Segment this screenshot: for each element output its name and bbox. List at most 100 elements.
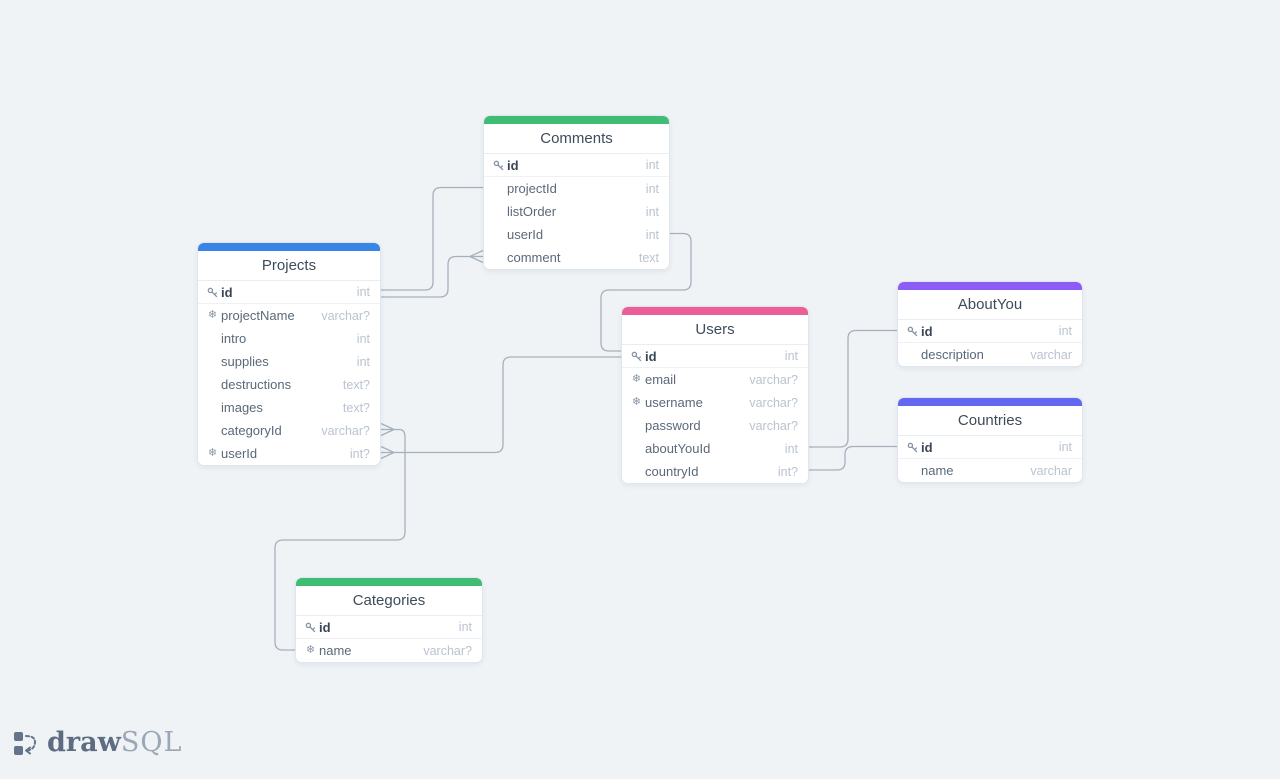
primary-key-icon [905, 442, 920, 453]
column-name: listOrder [507, 204, 557, 219]
table-row: name varchar [898, 459, 1082, 482]
column-name: description [921, 347, 984, 362]
table-title: Countries [898, 406, 1082, 436]
column-type: varchar? [749, 395, 798, 410]
column-type: int [1058, 440, 1072, 454]
table-row: id int [198, 281, 380, 304]
column-type: varchar [1030, 463, 1072, 478]
table-row: id int [898, 436, 1082, 459]
column-name: id [221, 284, 233, 300]
table-color-bar [296, 578, 482, 586]
table-aboutyou[interactable]: AboutYou id int description varchar [897, 281, 1083, 367]
primary-key-icon [905, 326, 920, 337]
table-title: Users [622, 315, 808, 345]
drawsql-logo-text: drawSQL [47, 727, 182, 759]
column-type: int [458, 620, 472, 634]
table-title: Projects [198, 251, 380, 281]
column-name: userId [221, 446, 258, 461]
table-title: Categories [296, 586, 482, 616]
column-name: email [645, 372, 677, 387]
column-name: categoryId [221, 423, 282, 438]
relationship-comments-userId-to-users-id [600, 232, 692, 352]
table-row: ❄email varchar? [622, 368, 808, 391]
column-type: varchar? [749, 372, 798, 387]
crow-foot-projects-userId-to-users-id [380, 451, 395, 460]
drawsql-logo: drawSQL [13, 727, 182, 759]
drawsql-logo-icon [14, 732, 37, 755]
crow-foot-comments-comment-to-projects-id [469, 255, 484, 264]
table-countries[interactable]: Countries id int name varchar [897, 397, 1083, 483]
table-title: AboutYou [898, 290, 1082, 320]
column-type: int [356, 354, 370, 369]
unique-snowflake-icon: ❄ [631, 373, 642, 385]
table-row: aboutYouId int [622, 437, 808, 460]
column-type: varchar? [423, 643, 472, 658]
primary-key-icon [303, 622, 318, 633]
column-type: text [638, 250, 659, 265]
column-name: destructions [221, 377, 292, 392]
table-row: categoryId varchar? [198, 419, 380, 442]
primary-key-icon [629, 351, 644, 362]
table-row: id int [296, 616, 482, 639]
crow-foot-projects-categoryId-to-categories-name [380, 422, 395, 431]
column-type: int [784, 441, 798, 456]
column-type: varchar? [749, 418, 798, 433]
table-row: projectId int [484, 177, 669, 200]
column-type: varchar? [321, 423, 370, 438]
column-name: userId [507, 227, 544, 242]
column-name: projectId [507, 181, 557, 196]
unique-snowflake-icon: ❄ [207, 447, 218, 459]
column-type: text? [342, 400, 370, 415]
unique-snowflake-icon: ❄ [305, 644, 316, 656]
column-name: id [921, 323, 933, 339]
column-type: varchar [1030, 347, 1072, 362]
table-color-bar [898, 398, 1082, 406]
table-color-bar [198, 243, 380, 251]
column-name: aboutYouId [645, 441, 711, 456]
column-type: int [645, 158, 659, 172]
unique-snowflake-icon: ❄ [207, 309, 218, 321]
table-row: description varchar [898, 343, 1082, 366]
column-name: images [221, 400, 263, 415]
column-name: username [645, 395, 703, 410]
table-title: Comments [484, 124, 669, 154]
column-type: int [1058, 324, 1072, 338]
column-name: name [921, 463, 954, 478]
primary-key-icon [205, 287, 220, 298]
column-type: varchar? [321, 308, 370, 323]
column-name: id [921, 439, 933, 455]
column-type: int [645, 204, 659, 219]
crow-foot-projects-categoryId-to-categories-name [380, 428, 395, 437]
table-color-bar [484, 116, 669, 124]
table-row: images text? [198, 396, 380, 419]
column-type: int [356, 331, 370, 346]
column-type: int [645, 181, 659, 196]
table-row: password varchar? [622, 414, 808, 437]
column-name: id [645, 348, 657, 364]
column-type: int [356, 285, 370, 299]
column-name: password [645, 418, 701, 433]
table-row: id int [898, 320, 1082, 343]
relationship-projects-categoryId-to-categories-name [274, 428, 406, 651]
logo-word-draw: draw [47, 727, 121, 758]
logo-word-sql: SQL [120, 727, 183, 758]
column-name: id [319, 619, 331, 635]
table-row: supplies int [198, 350, 380, 373]
column-name: supplies [221, 354, 269, 369]
relationship-comments-projectId-to-projects-id [381, 186, 483, 291]
